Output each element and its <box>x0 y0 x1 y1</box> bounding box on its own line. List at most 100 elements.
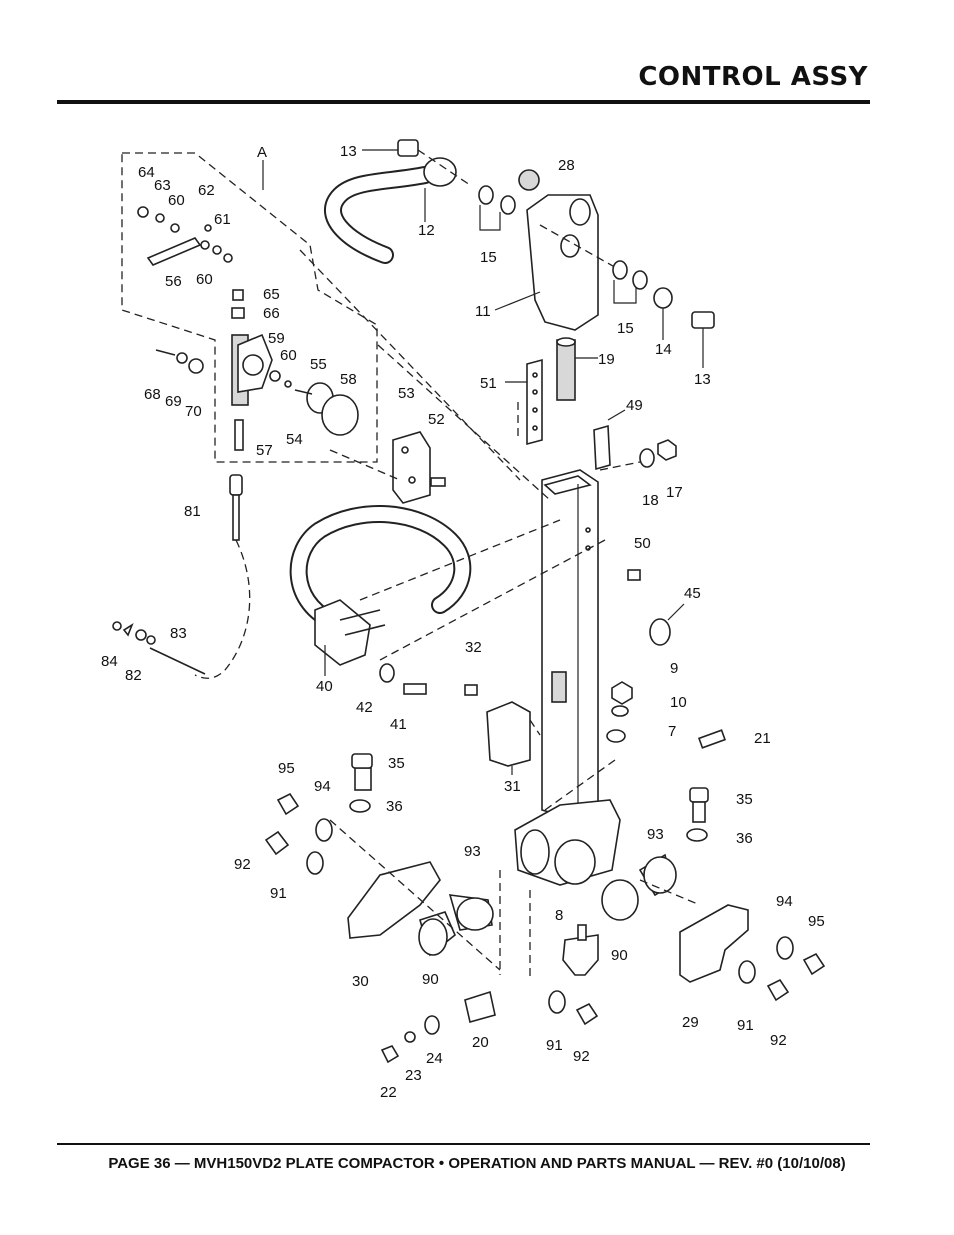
callout-58: 58 <box>340 371 357 388</box>
page-title: CONTROL ASSY <box>638 62 868 92</box>
callout-53: 53 <box>398 385 415 402</box>
page-footer: PAGE 36 — MVH150VD2 PLATE COMPACTOR • OP… <box>108 1155 846 1172</box>
callout-17: 17 <box>666 484 683 501</box>
callout-20: 20 <box>472 1034 489 1051</box>
callout-90a: 90 <box>422 971 439 988</box>
callout-84: 84 <box>101 653 118 670</box>
callout-54: 54 <box>286 431 303 448</box>
callout-92c: 92 <box>573 1048 590 1065</box>
control-box <box>494 169 621 331</box>
callout-60b: 60 <box>196 271 213 288</box>
callout-60a: 60 <box>168 192 185 209</box>
callout-95a: 95 <box>278 760 295 777</box>
callout-68: 68 <box>144 386 161 403</box>
callout-83: 83 <box>170 625 187 642</box>
bolt-13-top <box>362 139 471 186</box>
callout-90b: 90 <box>611 947 628 964</box>
callout-23: 23 <box>405 1067 422 1084</box>
callout-91c: 91 <box>546 1037 563 1054</box>
callout-69: 69 <box>165 393 182 410</box>
callout-70: 70 <box>185 403 202 420</box>
callout-24: 24 <box>426 1050 443 1067</box>
main-tube <box>514 469 621 886</box>
stopper-8 <box>562 924 599 976</box>
callout-31: 31 <box>504 778 521 795</box>
callout-81: 81 <box>184 503 201 520</box>
callout-9: 9 <box>670 660 678 677</box>
callout-36b: 36 <box>736 830 753 847</box>
callout-62: 62 <box>198 182 215 199</box>
callout-15b: 15 <box>617 320 634 337</box>
assembly-lines <box>299 249 701 980</box>
callout-labels: 13 12 28 15 11 15 14 13 19 64 63 60 62 6… <box>101 143 825 1101</box>
callout-40: 40 <box>316 678 333 695</box>
callout-61: 61 <box>214 211 231 228</box>
callout-82: 82 <box>125 667 142 684</box>
callout-91b: 91 <box>737 1017 754 1034</box>
callout-35b: 35 <box>736 791 753 808</box>
callout-7: 7 <box>668 723 676 740</box>
callout-51: 51 <box>480 375 497 392</box>
callout-93a: 93 <box>464 843 481 860</box>
throttle-body-55 <box>231 289 359 451</box>
callout-15a: 15 <box>480 249 497 266</box>
callout-91a: 91 <box>270 885 287 902</box>
callout-21: 21 <box>754 730 771 747</box>
assembly-group-a: A <box>121 144 378 463</box>
callout-60c: 60 <box>280 347 297 364</box>
callout-45: 45 <box>684 585 701 602</box>
callout-92b: 92 <box>770 1032 787 1049</box>
bolt-21 <box>697 729 727 749</box>
handle-grip <box>324 157 457 264</box>
callout-18: 18 <box>642 492 659 509</box>
callout-66: 66 <box>263 305 280 322</box>
callout-64: 64 <box>138 164 155 181</box>
callout-8: 8 <box>555 907 563 924</box>
callout-50: 50 <box>634 535 651 552</box>
mounts-90-93-right <box>601 853 677 921</box>
bracket-49 <box>593 409 626 471</box>
bushing-14 <box>653 287 673 340</box>
callout-12: 12 <box>418 222 435 239</box>
cable-clips <box>112 621 156 645</box>
mount-bracket-30 <box>264 753 441 939</box>
callout-32: 32 <box>465 639 482 656</box>
callout-93b: 93 <box>647 826 664 843</box>
clamp-20 <box>380 990 599 1064</box>
callout-14: 14 <box>655 341 672 358</box>
callout-65: 65 <box>263 286 280 303</box>
bolt-50 <box>627 569 641 581</box>
bolt-13-right <box>691 311 715 368</box>
callout-59: 59 <box>268 330 285 347</box>
callout-13a: 13 <box>340 143 357 160</box>
handle-loop-40 <box>289 505 472 676</box>
bolt-68 <box>155 349 204 374</box>
nut-17-washer-18 <box>599 439 677 471</box>
callout-36a: 36 <box>386 798 403 815</box>
washers-15-right <box>612 260 648 304</box>
callout-11: 11 <box>475 303 491 320</box>
callout-94a: 94 <box>314 778 331 795</box>
bushing-45 <box>649 603 685 646</box>
header-rule <box>57 100 870 104</box>
nut-9-washers <box>606 681 633 743</box>
callout-29: 29 <box>682 1014 699 1031</box>
callout-13b: 13 <box>694 371 711 388</box>
callout-22: 22 <box>380 1084 397 1101</box>
callout-49: 49 <box>626 397 643 414</box>
callout-30: 30 <box>352 973 369 990</box>
group-label: A <box>257 144 267 161</box>
callout-35a: 35 <box>388 755 405 772</box>
callout-28: 28 <box>558 157 575 174</box>
shaft-19 <box>556 337 598 401</box>
callout-56: 56 <box>165 273 182 290</box>
bracket-51 <box>505 358 543 446</box>
callout-19: 19 <box>598 351 615 368</box>
bracket-31 <box>464 684 531 775</box>
mount-bracket-29 <box>679 787 826 1002</box>
callout-10: 10 <box>670 694 687 711</box>
callout-42: 42 <box>356 699 373 716</box>
callout-55: 55 <box>310 356 327 373</box>
footer-rule <box>57 1143 870 1145</box>
